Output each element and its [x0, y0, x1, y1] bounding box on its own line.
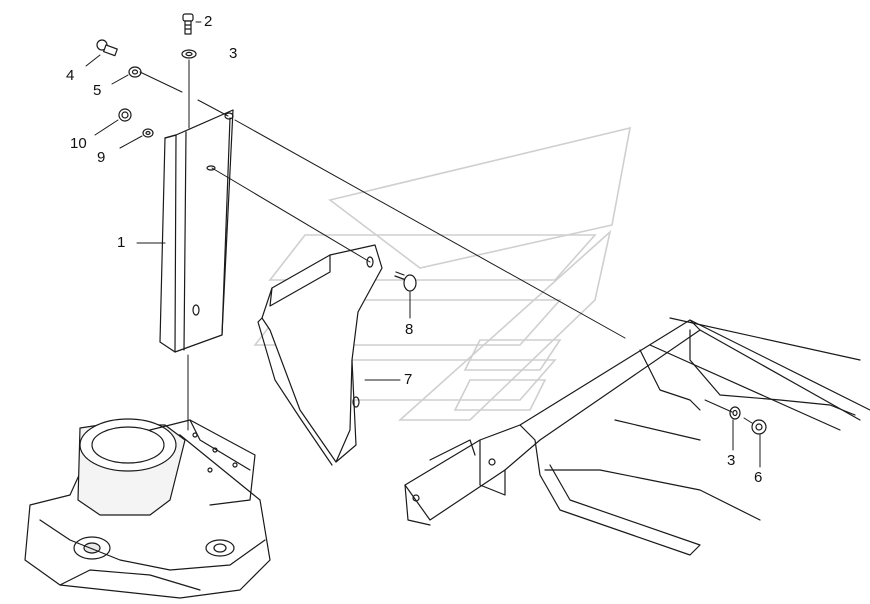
- callout-1: 1: [117, 234, 126, 251]
- washer-part-9: [142, 128, 154, 138]
- bolt-part-8: [394, 271, 417, 292]
- washer-part-3-top: [181, 49, 197, 59]
- washer-part-3-right: [729, 406, 741, 420]
- callout-2: 2: [204, 13, 213, 30]
- callout-3-right: 3: [727, 452, 736, 469]
- assembly-lines: [85, 21, 761, 468]
- callout-10: 10: [70, 135, 87, 152]
- deflector-part-7: [257, 244, 383, 466]
- callout-8: 8: [405, 321, 414, 338]
- watermark-logo: [253, 126, 632, 421]
- washer-part-5: [128, 66, 142, 78]
- bolt-part-2: [182, 13, 194, 35]
- nut-part-10: [118, 108, 132, 122]
- bracket-part-1: [159, 109, 234, 353]
- callout-3-top: 3: [229, 45, 238, 62]
- callout-5: 5: [93, 82, 102, 99]
- callout-9: 9: [97, 149, 106, 166]
- base-housing: [24, 418, 271, 599]
- callout-6: 6: [754, 469, 763, 486]
- nut-part-6: [751, 419, 767, 435]
- callout-4: 4: [66, 67, 75, 84]
- bolt-part-4: [96, 39, 118, 57]
- callout-7: 7: [404, 371, 413, 388]
- frame-assembly: [404, 317, 870, 556]
